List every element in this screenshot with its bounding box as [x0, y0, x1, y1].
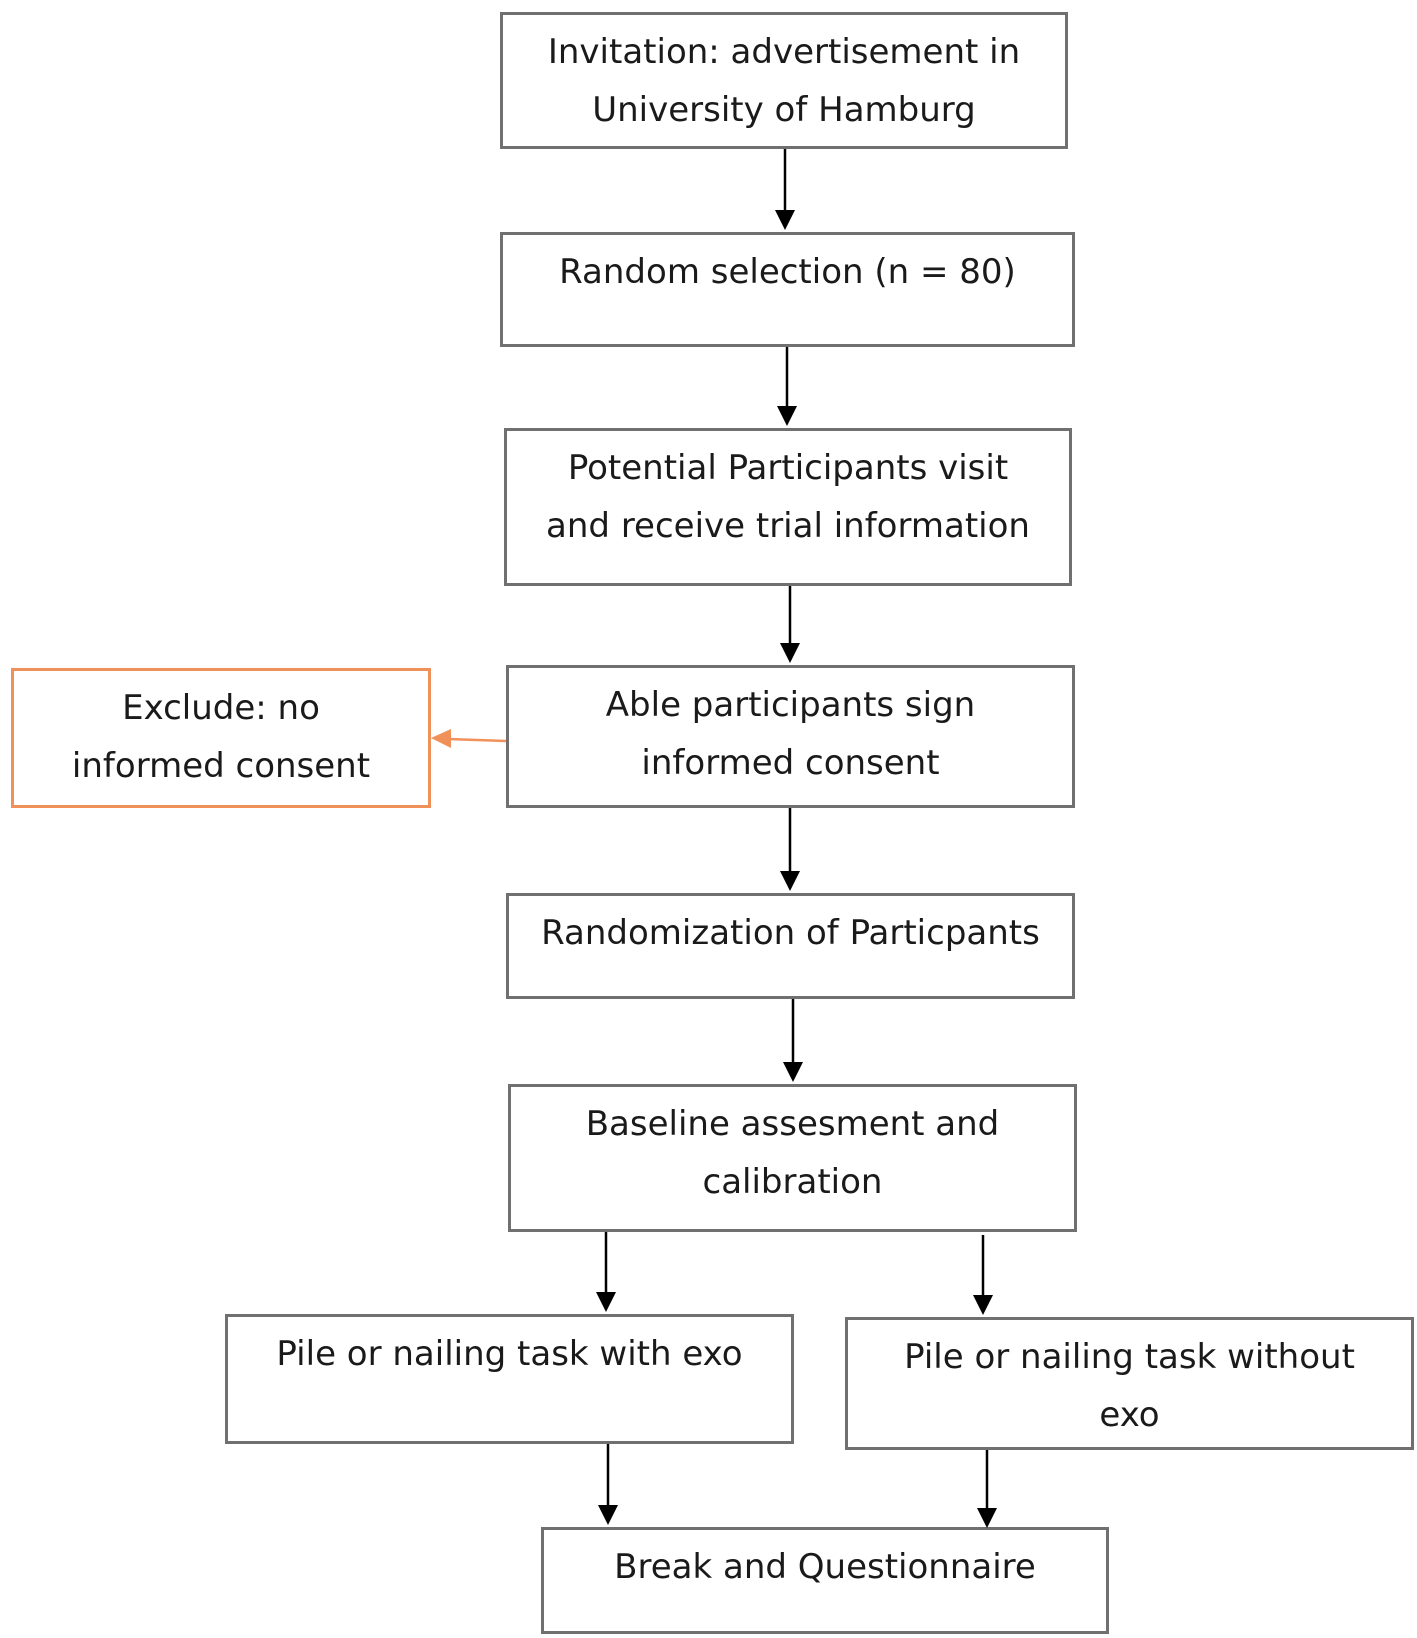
- arrowhead-3: [780, 643, 800, 663]
- node-invitation-line-1: Invitation: advertisement in: [547, 32, 1021, 72]
- node-invitation: Invitation: advertisement in University …: [500, 12, 1068, 149]
- node-randomization-line-1: Randomization of Particpants: [541, 913, 1040, 953]
- node-invitation-line-2: University of Hamburg: [592, 90, 976, 130]
- node-without-exo-line-2: exo: [1099, 1395, 1160, 1435]
- node-with-exo-line-1: Pile or nailing task with exo: [276, 1334, 743, 1374]
- node-without-exo: Pile or nailing task without exo: [845, 1317, 1414, 1450]
- arrowhead-2: [777, 406, 797, 426]
- node-without-exo-line-1: Pile or nailing task without: [904, 1337, 1355, 1377]
- node-exclude-line-2: informed consent: [71, 746, 371, 786]
- node-exclude-line-1: Exclude: no: [122, 688, 320, 728]
- arrowhead-4: [780, 871, 800, 891]
- arrowhead-exclude: [431, 729, 451, 748]
- node-potential-participants: Potential Participants visit and receive…: [504, 428, 1072, 586]
- arrowhead-6: [596, 1292, 616, 1312]
- node-able-line-2: informed consent: [641, 743, 940, 783]
- node-break-line-1: Break and Questionnaire: [614, 1547, 1036, 1587]
- node-exclude: Exclude: no informed consent: [11, 668, 431, 808]
- arrow-able-to-exclude: [447, 737, 507, 743]
- node-baseline-line-1: Baseline assesment and: [585, 1104, 1000, 1144]
- node-potential-line-1: Potential Participants visit: [567, 448, 1009, 488]
- node-random-selection-line-1: Random selection (n = 80): [559, 252, 1016, 292]
- arrowhead-9: [977, 1508, 997, 1528]
- node-potential-line-2: and receive trial information: [546, 506, 1030, 546]
- arrowhead-7: [973, 1295, 993, 1315]
- node-baseline: Baseline assesment and calibration: [508, 1084, 1077, 1232]
- node-randomization: Randomization of Particpants: [506, 893, 1075, 999]
- node-random-selection: Random selection (n = 80): [500, 232, 1075, 347]
- arrowhead-5: [783, 1062, 803, 1082]
- node-with-exo: Pile or nailing task with exo: [225, 1314, 794, 1444]
- arrowhead-1: [775, 210, 795, 230]
- node-able-line-1: Able participants sign: [605, 685, 976, 725]
- node-break-questionnaire: Break and Questionnaire: [541, 1527, 1109, 1634]
- node-able-participants: Able participants sign informed consent: [506, 665, 1075, 808]
- node-baseline-line-2: calibration: [702, 1162, 883, 1202]
- arrowhead-8: [598, 1505, 618, 1525]
